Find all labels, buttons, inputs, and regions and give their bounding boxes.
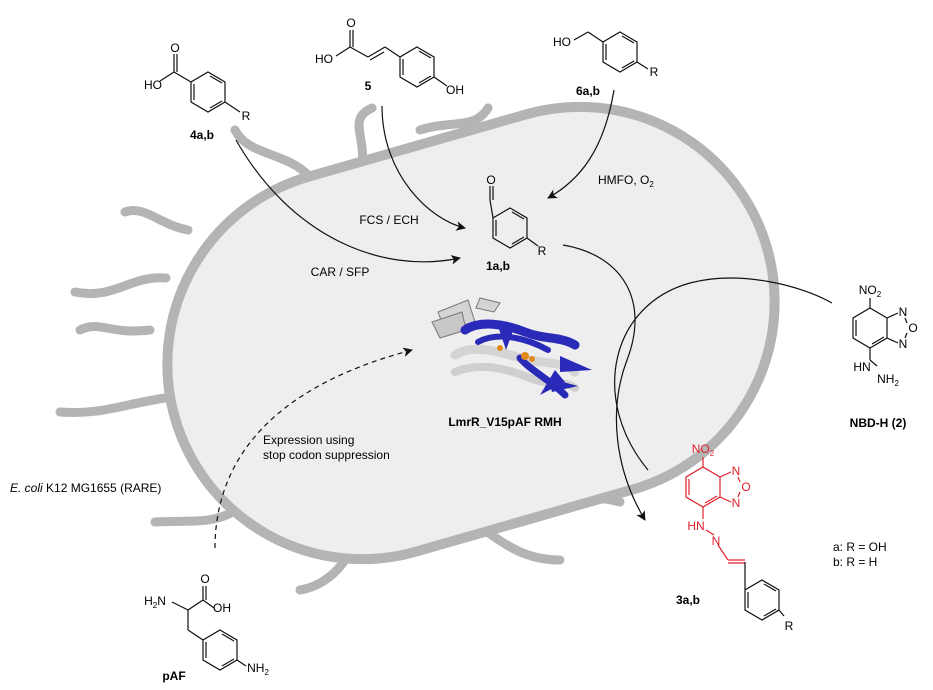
label-paf: pAF [162,669,185,683]
compound-3 [685,457,745,564]
compound-5 [335,30,448,88]
arrow-hmfo [547,89,615,199]
atom-oh-5: OH [446,83,464,97]
atom-nh2-paf: NH2 [247,661,269,677]
label-expression-line1: Expression using [263,433,354,447]
label-compound-4: 4a,b [190,128,214,142]
label-compound-3: 3a,b [676,593,700,607]
atom-h2n-paf: H2N [144,594,166,610]
atom-hn-nbd: HN [853,360,870,374]
atom-o-3: O [741,480,750,494]
arrow-car-sfp [235,139,461,265]
atom-no2-nbd: NO2 [859,283,882,299]
label-ecoli: E. coli K12 MG1655 (RARE) [10,481,161,495]
label-compound-6: 6a,b [576,84,600,98]
atom-r-3: R [785,619,794,633]
atom-o-4: O [170,41,179,55]
label-fcs-ech: FCS / ECH [359,213,418,227]
compound-3-aryl [744,562,785,621]
arrow-fcs-ech [381,105,466,231]
atom-n-3-bottom: N [732,496,741,510]
atom-r-6: R [650,65,659,79]
atom-oh-paf: OH [213,601,231,615]
compound-4 [159,54,241,113]
arrow-expression [214,347,413,549]
compound-paf [171,586,247,671]
atom-ho-6: HO [553,35,571,49]
arrow-nbd-h [614,277,833,471]
atom-n-3-hydrazone: N [712,534,721,548]
label-key-a: a: R = OH [833,540,887,554]
atom-o-nbd: O [908,321,917,335]
atom-r-4: R [242,109,251,123]
atom-n-3-top: N [732,464,741,478]
atom-o-1: O [486,173,495,187]
label-nbd-h: NBD-H (2) [850,416,907,430]
atom-nh2-nbd: NH2 [877,372,899,388]
label-expression-line2: stop codon suppression [263,448,390,462]
label-car-sfp: CAR / SFP [311,265,370,279]
atom-r-1: R [538,244,547,258]
atom-o-paf: O [200,572,209,586]
compound-nbd-h [852,298,908,367]
compound-1 [489,186,539,249]
label-key-b: b: R = H [833,555,877,569]
atom-no2-3: NO2 [692,442,715,458]
arrow-condensation [562,244,646,521]
atom-n-nbd-top: N [899,305,908,319]
bacterial-cell [162,101,780,565]
atom-hn-3: HN [687,519,704,533]
protein-structure [431,297,592,399]
compound-6 [573,31,649,73]
label-compound-5: 5 [365,79,372,93]
label-hmfo: HMFO, O2 [598,173,654,189]
atom-n-nbd-bottom: N [899,337,908,351]
reaction-arrows [214,89,833,549]
label-protein: LmrR_V15pAF RMH [448,415,561,429]
atom-o-5: O [346,16,355,30]
label-compound-1: 1a,b [486,259,510,273]
atom-ho-5: HO [315,52,333,66]
atom-ho-4: HO [144,78,162,92]
